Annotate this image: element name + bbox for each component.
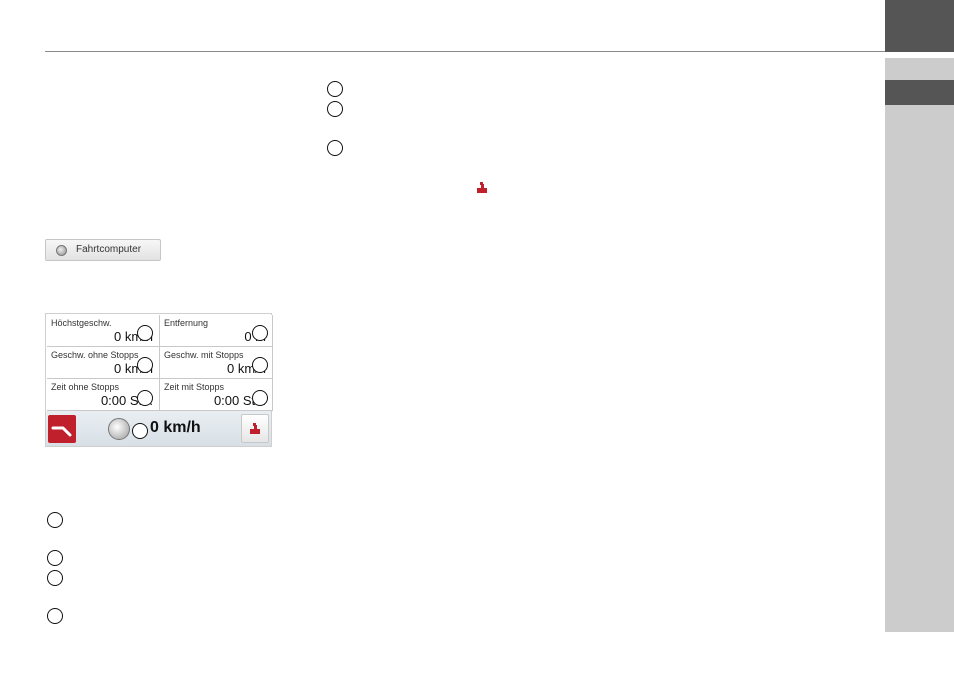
turn-arrow-icon	[51, 426, 72, 437]
side-tab-active	[885, 80, 954, 105]
stat-label: Geschw. ohne Stopps	[51, 350, 139, 360]
trip-computer-screen: Höchstgeschw. 0 km/h Entfernung 0 m Gesc…	[45, 313, 273, 447]
side-tab-strip	[885, 58, 954, 632]
stat-label: Geschw. mit Stopps	[164, 350, 244, 360]
callout-circle	[47, 512, 63, 528]
callout-circle	[137, 390, 153, 406]
callout-circle	[327, 140, 343, 156]
stat-label: Zeit ohne Stopps	[51, 382, 120, 392]
callout-circle	[252, 325, 268, 341]
stat-label: Zeit mit Stopps	[164, 382, 225, 392]
stat-label: Entfernung	[164, 318, 209, 328]
speedometer-icon	[56, 245, 67, 256]
callout-circle	[327, 101, 343, 117]
red-menu-icon	[250, 423, 260, 434]
trip-computer-button-label: Fahrtcomputer	[76, 244, 142, 255]
callout-circle	[137, 325, 153, 341]
callout-circle	[47, 550, 63, 566]
callout-circle	[327, 81, 343, 97]
speedometer-icon	[108, 418, 130, 440]
menu-button[interactable]	[241, 414, 269, 443]
callout-circle	[252, 390, 268, 406]
side-tab-chapter	[885, 0, 954, 52]
callout-circle	[47, 608, 63, 624]
header-rule	[45, 51, 885, 52]
callout-circle	[137, 357, 153, 373]
red-menu-icon	[477, 182, 487, 193]
trip-computer-button[interactable]: Fahrtcomputer	[45, 239, 161, 261]
stat-label: Höchstgeschw.	[51, 318, 112, 328]
turn-button[interactable]	[48, 415, 76, 443]
current-speed: 0 km/h	[150, 419, 201, 436]
callout-circle	[252, 357, 268, 373]
callout-circle	[47, 570, 63, 586]
status-bar: 0 km/h	[46, 411, 271, 446]
callout-circle	[132, 423, 148, 439]
